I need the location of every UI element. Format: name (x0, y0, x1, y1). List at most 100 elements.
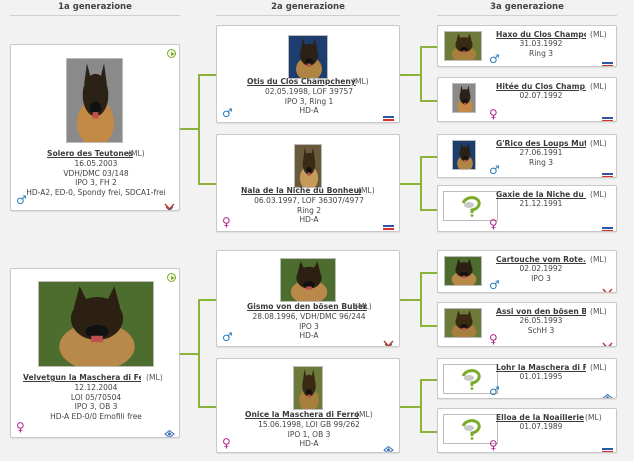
connector-line (400, 74, 420, 76)
male-icon: ♂ (489, 384, 500, 398)
dog-name-link[interactable]: Solero des Teutones (47, 149, 134, 158)
no-photo-placeholder (443, 364, 498, 394)
dog-name-link[interactable]: Nala de la Niche du Bonheur (241, 186, 361, 195)
dog-card-gen2[interactable]: Gismo von den bösen Buben(ML)28.08.1996,… (216, 250, 400, 347)
detail-line: IPO 3, Ring 1 (284, 96, 334, 106)
dog-card-gen3[interactable]: Hitée du Clos Champ...(ML)02.07.1992♀ (437, 77, 617, 122)
detail-line: SchH 3 (527, 325, 555, 335)
dog-card-gen3[interactable]: Haxo du Clos Champc...(ML)31.03.1992Ring… (437, 25, 617, 67)
dog-name-link[interactable]: Otis du Clos Champcheny (247, 77, 356, 86)
dog-name-link[interactable]: Elloa de la Noaillerie (496, 413, 585, 422)
dog-photo[interactable] (444, 308, 482, 338)
breed-code: (ML) (590, 139, 607, 148)
dog-name-link[interactable]: Gismo von den bösen Buben (247, 302, 367, 311)
connector-line (198, 74, 200, 185)
dog-photo[interactable] (288, 35, 328, 79)
france-flag-icon (602, 110, 613, 118)
dog-card-gen2[interactable]: Otis du Clos Champcheny(ML)02.05.1998, L… (216, 25, 400, 123)
male-icon: ♂ (222, 106, 233, 120)
france-flag-icon (383, 218, 394, 226)
detail-line: Ring 3 (529, 157, 553, 167)
dog-photo[interactable] (280, 258, 336, 302)
dog-photo[interactable] (444, 256, 482, 286)
detail-line: 02.07.1992 (519, 91, 563, 100)
detail-line: Ring 3 (529, 48, 553, 58)
dog-name-link[interactable]: Velvetgun la Maschera di Fe... (23, 373, 141, 382)
connector-line (400, 183, 420, 185)
enci-flag-icon (383, 439, 394, 447)
dog-photo[interactable] (452, 140, 476, 170)
dog-name-link[interactable]: Gaxie de la Niche du ... (496, 190, 586, 199)
detail-line: 02.05.1998, LOF 39757 (264, 87, 354, 96)
dog-card-gen3[interactable]: Gaxie de la Niche du ... (ML) 21.12.1991 ♀ (437, 185, 617, 232)
dog-card-gen3[interactable]: Elloa de la Noaillerie(ML)01.07.1989♀ (437, 408, 617, 453)
female-icon: ♀ (489, 332, 498, 346)
dog-name-link[interactable]: Cartouche vom Rote... (496, 255, 586, 264)
connector-line (198, 74, 216, 76)
connector-line (420, 430, 437, 433)
dog-photo[interactable] (444, 31, 482, 61)
dog-card-gen2[interactable]: Nala de la Niche du Bonheur(ML)06.03.199… (216, 134, 400, 232)
dog-details: 01.07.1989 (496, 422, 586, 432)
dog-name-link[interactable]: Assi von den bösen B... (496, 307, 586, 316)
detail-line: IPO 3, FH 2 (75, 178, 117, 188)
dog-photo[interactable] (294, 144, 322, 188)
dog-card-gen3[interactable]: G'Rico des Loups Mut... (ML) 27.06.1991Rin… (437, 134, 617, 178)
play-video-icon[interactable] (167, 273, 176, 282)
dog-card-gen3[interactable]: Lohr la Maschera di F...(ML)01.01.1995♂ (437, 358, 617, 399)
connector-line (420, 208, 437, 211)
header-rule (10, 15, 180, 16)
male-icon: ♂ (489, 278, 500, 292)
connector-line (180, 127, 198, 130)
detail-line: HD-A (299, 106, 319, 116)
dog-details: 21.12.1991 (496, 199, 586, 209)
breed-code: (ML) (585, 413, 602, 422)
dog-name-link[interactable]: Hitée du Clos Champ... (496, 82, 586, 91)
connector-line (180, 353, 198, 355)
detail-line: HD-A (299, 331, 319, 341)
breed-code: (ML) (590, 190, 607, 199)
detail-line: 02.02.1992 (519, 264, 563, 273)
dog-card-gen2[interactable]: Onice la Maschera di Ferro(ML)15.06.1998… (216, 358, 400, 453)
dog-name-link[interactable]: G'Rico des Loups Mut... (496, 139, 586, 148)
breed-code: (ML) (590, 82, 607, 91)
dmc-flag-icon (164, 196, 175, 204)
dog-card-gen1[interactable]: Velvetgun la Maschera di Fe...(ML)12.12.… (10, 268, 180, 438)
female-icon: ♀ (489, 217, 498, 231)
connector-line (420, 46, 437, 48)
dog-name-link[interactable]: Lohr la Maschera di F... (496, 363, 586, 372)
detail-line: HD-A (299, 215, 319, 225)
header-gen2: 2a generazione (271, 2, 345, 12)
dog-name-link[interactable]: Haxo du Clos Champc... (496, 30, 586, 39)
detail-line: 21.12.1991 (519, 199, 563, 208)
dog-details: 02.07.1992 (496, 91, 586, 101)
header-rule (437, 15, 617, 16)
female-icon: ♀ (222, 436, 231, 450)
male-icon: ♂ (489, 52, 500, 66)
dog-photo[interactable] (293, 366, 323, 410)
detail-line: IPO 3 (299, 321, 319, 331)
france-flag-icon (602, 220, 613, 228)
detail-line: 31.03.1992 (519, 39, 563, 48)
connector-line (420, 46, 422, 102)
dog-photo[interactable] (452, 83, 476, 113)
dog-photo[interactable] (38, 281, 154, 367)
detail-line: Ring 2 (297, 205, 321, 215)
connector-line (420, 271, 437, 274)
play-video-icon[interactable] (167, 49, 176, 58)
detail-line: 26.05.1993 (519, 316, 563, 325)
breed-code: (ML) (352, 77, 369, 86)
dog-photo[interactable] (66, 58, 123, 143)
dog-name-link[interactable]: Onice la Maschera di Ferro (245, 410, 360, 419)
connector-line (400, 298, 420, 301)
